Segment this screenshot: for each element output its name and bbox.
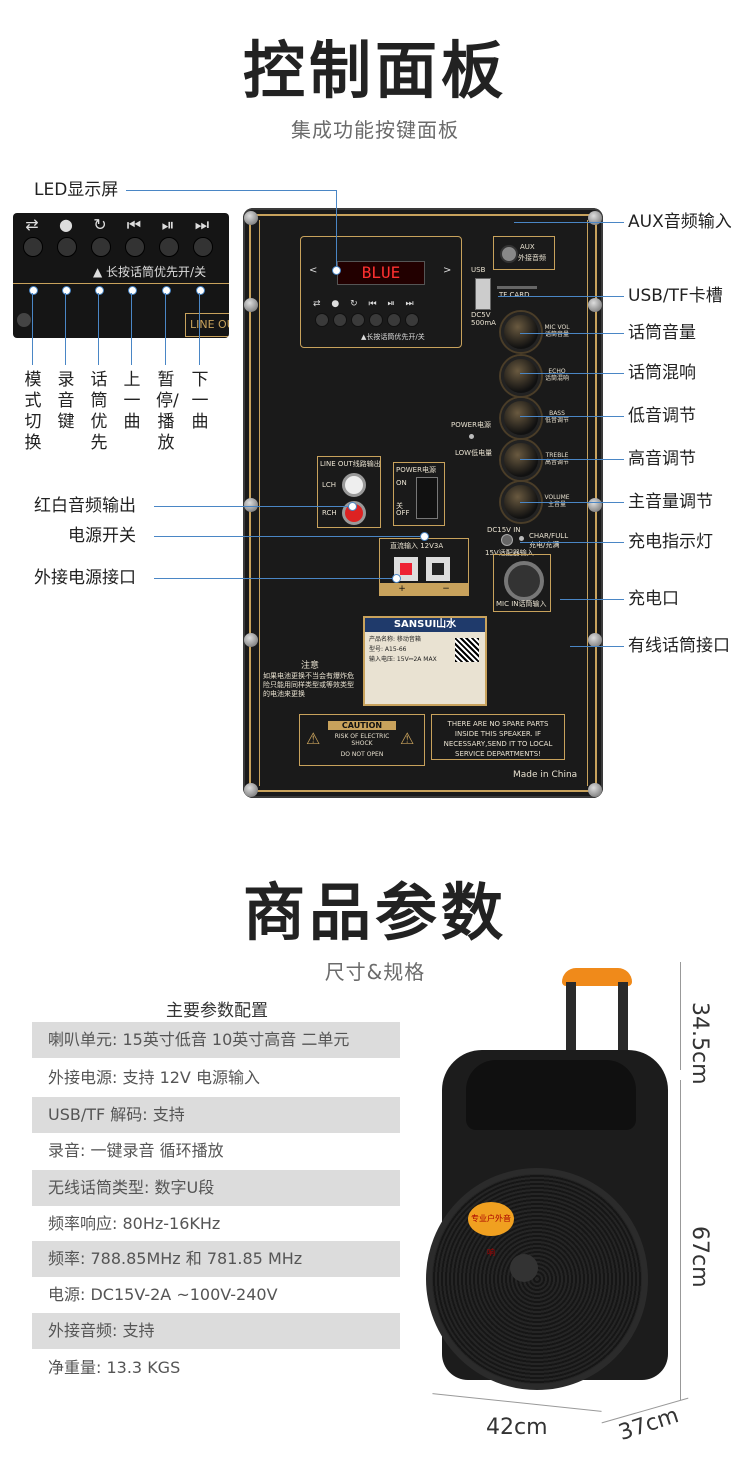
callout-echo: 话筒混响	[628, 363, 696, 383]
spec-row: 频率: 788.85MHz 和 781.85 MHz	[32, 1241, 400, 1277]
line-out-box: LINE OUT线路输出 LCH RCH	[317, 456, 381, 528]
tf-card-slot[interactable]	[497, 286, 537, 289]
charge-indicator-led	[519, 536, 524, 541]
callout-usb-tf: USB/TF卡槽	[628, 286, 723, 306]
label-mic-priority: 话筒优先	[90, 370, 108, 453]
callout-mic-volume: 话筒音量	[628, 323, 696, 343]
label-next-track: 下一曲	[191, 370, 209, 432]
section-title-control-panel: 控制面板	[242, 34, 507, 107]
panel-mode-button[interactable]	[315, 313, 329, 327]
product-label: SANSUI山水 产品名称: 移动音箱 型号: A15-66 输入电压: 15V…	[363, 616, 487, 706]
prev-icon: ⏮	[126, 215, 142, 234]
panel-prev-button[interactable]	[369, 313, 383, 327]
spec-row: USB/TF 解码: 支持	[32, 1097, 400, 1133]
next-icon: ⏭	[194, 215, 210, 234]
charge-port[interactable]	[501, 534, 513, 546]
label-prev-track: 上一曲	[123, 370, 141, 432]
spec-row: 喇叭单元: 15英寸低音 10英寸高音 二单元	[32, 1022, 400, 1058]
spec-row: 电源: DC15V-2A ~100V-240V	[48, 1285, 278, 1304]
spec-row: 外接音频: 支持	[32, 1313, 400, 1349]
warning-box: THERE ARE NO SPARE PARTS INSIDE THIS SPE…	[431, 714, 565, 760]
line-out-left-jack[interactable]	[342, 473, 366, 497]
mic-priority-button[interactable]	[91, 237, 111, 257]
led-display: BLUE	[337, 261, 425, 285]
control-panel: BLUE < > ⇄ ● ↻ ⏮ ⏯ ⏭ ▲长按话筒优先开/关 AUX 外接音频…	[243, 208, 603, 798]
usb-port[interactable]	[475, 278, 491, 310]
spec-row: 频率响应: 80Hz-16KHz	[48, 1214, 221, 1233]
echo-knob[interactable]	[501, 356, 541, 396]
treble-knob[interactable]	[501, 440, 541, 480]
mic-in-box: MIC IN话筒输入	[493, 554, 551, 612]
callout-charge-led: 充电指示灯	[628, 532, 713, 552]
mode-button[interactable]	[23, 237, 43, 257]
dc-input-box: 直流输入 12V3A + −	[379, 538, 469, 596]
callout-power-switch: 电源开关	[68, 526, 136, 546]
play-pause-button[interactable]	[159, 237, 179, 257]
caution-box: ⚠ ⚠ CAUTION RISK OF ELECTRIC SHOCK DO NO…	[299, 714, 425, 766]
speaker-badge: 专业户外音响	[468, 1202, 514, 1257]
callout-bass: 低音调节	[628, 406, 696, 426]
wired-mic-jack[interactable]	[504, 561, 544, 601]
section-title-specs: 商品参数	[242, 876, 507, 949]
mic-priority-caption: ▲ 长按话筒优先开/关	[93, 265, 207, 279]
dimension-height: 67cm	[687, 1226, 712, 1288]
aux-jack[interactable]	[500, 245, 518, 263]
callout-charge-port: 充电口	[628, 589, 679, 609]
spec-row: 净重量: 13.3 KGS	[48, 1358, 181, 1377]
spec-table-title: 主要参数配置	[166, 1001, 268, 1021]
section-subtitle-specs: 尺寸&规格	[324, 960, 426, 984]
power-switch[interactable]	[416, 477, 438, 519]
callout-treble: 高音调节	[628, 449, 696, 469]
callout-wired-mic: 有线话筒接口	[628, 636, 730, 656]
prev-track-button[interactable]	[125, 237, 145, 257]
line-out-zoom-label: LINE OU	[185, 313, 229, 337]
spec-row: 无线话筒类型: 数字U段	[32, 1170, 400, 1206]
label-record: 录音键	[57, 370, 75, 432]
power-led	[469, 434, 474, 439]
callout-dc-input: 外接电源接口	[34, 568, 136, 588]
record-button[interactable]	[57, 237, 77, 257]
button-row-zoom-inset: ⇄ ● ↻ ⏮ ⏯ ⏭ ▲ 长按话筒优先开/关 LINE OU	[13, 213, 229, 338]
section-subtitle-control-panel: 集成功能按键面板	[291, 118, 459, 142]
speaker-product-image: 专业户外音响	[420, 960, 700, 1390]
dimension-handle: 34.5cm	[687, 1002, 712, 1085]
panel-mic-priority-button[interactable]	[351, 313, 365, 327]
power-switch-box: POWER电源 ON 关 OFF	[393, 462, 445, 526]
play-pause-icon: ⏯	[161, 215, 175, 234]
next-track-button[interactable]	[193, 237, 213, 257]
callout-rca-output: 红白音频输出	[34, 496, 136, 516]
label-mode-switch: 模式切换	[24, 370, 42, 453]
mic-volume-knob[interactable]	[501, 312, 541, 352]
battery-notice: 如果电池更换不当会有爆炸危险只能用同样类型或等效类型的电池来更换	[263, 672, 354, 698]
callout-aux: AUX音频输入	[628, 212, 732, 232]
qr-code	[455, 638, 479, 662]
aux-input-box: AUX 外接音频	[493, 236, 555, 270]
led-display-module: BLUE < > ⇄ ● ↻ ⏮ ⏯ ⏭ ▲长按话筒优先开/关	[300, 236, 462, 348]
record-dot-icon: ●	[59, 215, 73, 234]
loop-icon: ↻	[93, 215, 107, 234]
label-play-pause: 暂停/播放	[156, 370, 179, 453]
dc-terminal-negative[interactable]	[426, 557, 450, 581]
shuffle-icon: ⇄	[25, 215, 39, 234]
panel-play-button[interactable]	[387, 313, 401, 327]
dimension-width: 42cm	[486, 1415, 548, 1440]
panel-next-button[interactable]	[405, 313, 419, 327]
spec-row: 录音: 一键录音 循环播放	[48, 1141, 224, 1160]
callout-master-volume: 主音量调节	[628, 492, 713, 512]
bass-knob[interactable]	[501, 398, 541, 438]
panel-record-button[interactable]	[333, 313, 347, 327]
spec-row: 外接电源: 支持 12V 电源输入	[48, 1068, 260, 1087]
callout-led-display: LED显示屏	[34, 180, 119, 200]
